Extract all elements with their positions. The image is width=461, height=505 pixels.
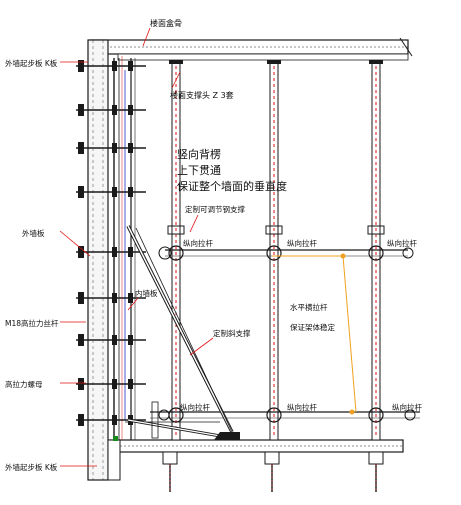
bolt-nut-outer xyxy=(78,378,84,390)
vertical-props xyxy=(158,60,416,441)
leader-lines xyxy=(59,27,214,467)
bolt-nut-inner xyxy=(112,61,117,71)
label-floor-slab: 楼面盒骨 xyxy=(150,18,182,28)
prop-head xyxy=(169,60,183,64)
prop-adjuster xyxy=(367,225,385,235)
label-outer-start-bottom: 外墙起步板 K板 xyxy=(5,462,58,472)
bolt-nut-inner xyxy=(112,293,117,303)
bolt-nut-inner xyxy=(112,379,117,389)
bolt-nut-outer xyxy=(78,246,84,258)
label-support-head: 楼面支撑头 Z 3套 xyxy=(170,90,234,100)
bolt-nut-inner xyxy=(112,335,117,345)
bolt-nut-inner xyxy=(128,247,133,257)
green-marker xyxy=(113,436,118,441)
bolt-nut-outer xyxy=(78,186,84,198)
top-slab xyxy=(89,37,413,61)
jack-base xyxy=(264,451,280,465)
prop-coupler xyxy=(368,245,384,261)
bolt-nut-inner xyxy=(112,247,117,257)
prop-adjuster xyxy=(265,225,283,235)
bolt-nut-outer xyxy=(78,104,84,116)
label-horizontal-brace-2: 保证架体稳定 xyxy=(290,322,335,332)
prop-coupler xyxy=(168,245,184,261)
bolt-nut-inner xyxy=(128,293,133,303)
bolt-nut-inner xyxy=(128,61,133,71)
bolt-nut-inner xyxy=(112,187,117,197)
label-tie-mid: 纵向拉杆 xyxy=(287,238,317,248)
bolt-nut-inner xyxy=(112,105,117,115)
rod-end-coupler xyxy=(158,246,172,260)
bolt-nut-outer xyxy=(78,142,84,154)
label-adjustable-prop: 定制可调节钢支撑 xyxy=(185,204,245,214)
label-tie-low-mid: 纵向拉杆 xyxy=(287,402,317,412)
prop-tube xyxy=(171,61,181,441)
bolt-nut-inner xyxy=(128,187,133,197)
label-tie-low-left: 纵向拉杆 xyxy=(180,402,210,412)
outer-wall xyxy=(87,39,121,481)
bolt-nut-inner xyxy=(128,143,133,153)
prop-tube xyxy=(371,61,381,441)
labels: 楼面盒骨 外墙起步板 K板 楼面支撑头 Z 3套 竖向背楞 上下贯通 保证整个墙… xyxy=(5,18,422,472)
diagonal-brace xyxy=(125,225,240,440)
label-vertical-back-2: 上下贯通 xyxy=(177,164,221,177)
bolt-nut-outer xyxy=(78,292,84,304)
bolt-nut-inner xyxy=(112,415,117,425)
rod-end-coupler xyxy=(404,409,416,421)
rod-end-coupler xyxy=(402,247,414,259)
bolt-nut-inner xyxy=(128,105,133,115)
prop-head xyxy=(267,60,281,64)
bolt-nut-outer xyxy=(78,414,84,426)
prop-coupler xyxy=(266,407,282,423)
prop-coupler xyxy=(266,245,282,261)
label-vertical-back-1: 竖向背楞 xyxy=(177,147,221,161)
label-high-tension-nut: 高拉力螺母 xyxy=(5,379,43,389)
label-tie-low-right: 纵向拉杆 xyxy=(392,402,422,412)
prop-adjuster xyxy=(167,225,185,235)
label-tie-left: 纵向拉杆 xyxy=(183,238,213,248)
bolt-nut-inner xyxy=(128,335,133,345)
bolt-nut-outer xyxy=(78,60,84,72)
prop-coupler xyxy=(368,407,384,423)
rod-end-coupler xyxy=(158,409,170,421)
label-horizontal-brace-1: 水平横拉杆 xyxy=(290,302,328,312)
bolt-nut-inner xyxy=(128,379,133,389)
label-outer-panel: 外墙板 xyxy=(22,228,45,238)
label-outer-start: 外墙起步板 K板 xyxy=(5,58,58,68)
label-diagonal-brace: 定制斜支撑 xyxy=(213,328,251,338)
tie-rods xyxy=(150,249,420,419)
jack-base xyxy=(368,451,384,465)
bolt-nut-outer xyxy=(78,334,84,346)
bolt-nut-inner xyxy=(112,143,117,153)
prop-tube xyxy=(269,61,279,441)
prop-head xyxy=(369,60,383,64)
base-jacks xyxy=(162,451,384,492)
label-inner-panel: 内墙板 xyxy=(135,288,158,298)
label-m18-bolt: M18高拉力丝杆 xyxy=(5,318,59,328)
bottom-slab xyxy=(107,439,404,453)
jack-base xyxy=(162,451,178,465)
label-vertical-back-3: 保证整个墙面的垂直度 xyxy=(177,179,287,193)
label-tie-right: 纵向拉杆 xyxy=(387,238,417,248)
